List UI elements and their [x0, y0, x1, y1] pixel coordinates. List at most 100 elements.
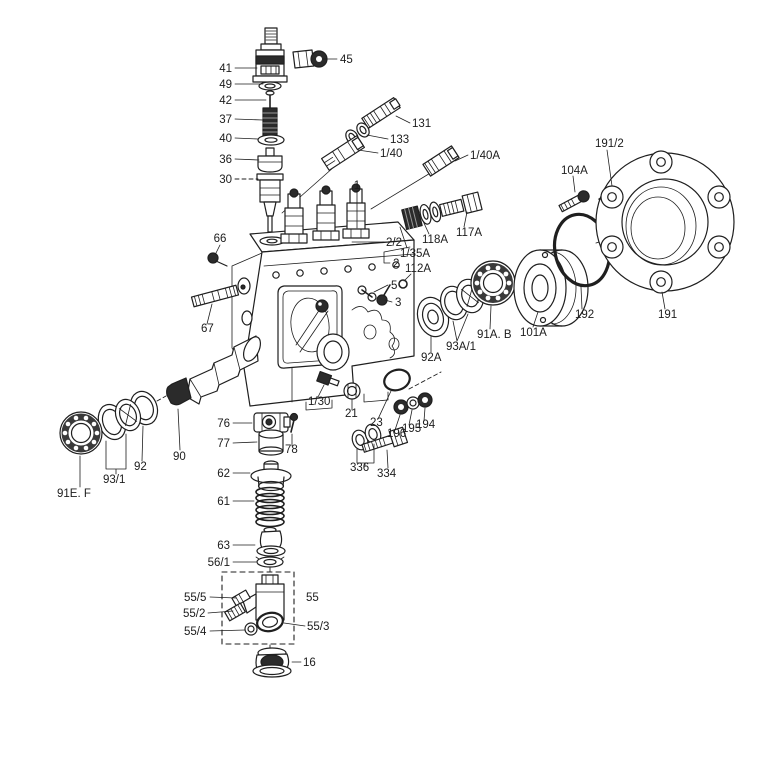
- part-label-42: 42: [219, 95, 232, 107]
- part-42-pin: [265, 90, 275, 109]
- part-label-191: 191: [658, 309, 677, 321]
- injector-stack: [252, 27, 288, 233]
- part-label-55-5: 55/5: [184, 592, 206, 604]
- part-91EF-bearing: [59, 411, 103, 455]
- part-21-nut: [343, 382, 361, 400]
- flange-lugs: [600, 150, 731, 294]
- part-90-shaft-key: [166, 377, 192, 406]
- part-label-93-1: 93/1: [103, 474, 125, 486]
- part-label-36: 36: [219, 154, 232, 166]
- right-bearing-chain: [398, 150, 735, 338]
- camshaft-hardware: [343, 368, 433, 453]
- part-label-93A-1: 93A/1: [446, 341, 476, 353]
- valve-55-group: [221, 571, 295, 645]
- part-label-55-2: 55/2: [183, 608, 205, 620]
- part-23-o-ring: [383, 368, 411, 392]
- part-label-191-2: 191/2: [595, 138, 624, 150]
- part-label-55: 55: [306, 592, 319, 604]
- part-label-41: 41: [219, 63, 232, 75]
- part-label-91A-B: 91A. B: [477, 329, 512, 341]
- part-label-112A: 112A: [405, 263, 431, 275]
- part-label-131: 131: [412, 118, 431, 130]
- part-67-stud: [190, 284, 240, 308]
- part-label-45: 45: [340, 54, 353, 66]
- part-label-101A: 101A: [520, 327, 547, 339]
- part-label-61: 61: [217, 496, 230, 508]
- part-334-bolt: [361, 426, 409, 453]
- part-112A-clip: [398, 279, 408, 289]
- part-66-plug: [207, 252, 228, 267]
- part-label-63: 63: [217, 540, 230, 552]
- part-label-336: 336: [350, 462, 369, 474]
- part-117A-118A-group: [401, 191, 483, 230]
- part-label-196: 196: [387, 428, 406, 440]
- part-78-screw: [289, 412, 299, 433]
- part-131-fitting: [361, 97, 401, 129]
- part-label-77: 77: [217, 438, 230, 450]
- part-36-valve: [257, 147, 283, 173]
- pump-body: [190, 183, 415, 411]
- part-76-tappet: [253, 412, 291, 433]
- part-194-nut: [417, 392, 433, 408]
- drive-shaft-group: [59, 335, 261, 455]
- part-41-holder: [252, 49, 288, 83]
- part-label-2-2: 2/2: [386, 237, 402, 249]
- part-label-192: 192: [575, 309, 594, 321]
- part-37-spring: [262, 107, 278, 137]
- camshaft: [186, 335, 261, 405]
- part-191-flange: [595, 150, 735, 294]
- part-label-49: 49: [219, 79, 232, 91]
- part-104A-screw: [558, 190, 590, 213]
- cambox-casting: [316, 306, 400, 371]
- part-label-133: 133: [390, 134, 409, 146]
- part-label-78: 78: [285, 444, 298, 456]
- part-label-90: 90: [173, 451, 186, 463]
- part-label-16: 16: [303, 657, 316, 669]
- part-label-334: 334: [377, 468, 397, 480]
- part-56-1-washer: [255, 556, 285, 568]
- part-93-1-rings: [97, 398, 142, 441]
- part-label-195: 195: [402, 423, 421, 435]
- part-1-30-bolt: [316, 370, 340, 387]
- part-55-3-ring: [256, 611, 284, 633]
- part-label-5: 5: [391, 280, 397, 292]
- part-40-washer: [257, 134, 285, 146]
- part-label-56-1: 56/1: [208, 557, 230, 569]
- part-label-55-4: 55/4: [184, 626, 207, 638]
- part-101A-drum: [513, 249, 589, 327]
- part-62-spring-seat: [250, 460, 292, 492]
- part-label-104A: 104A: [561, 165, 588, 177]
- part-label-23: 23: [370, 417, 383, 429]
- part-label-55-3: 55/3: [307, 621, 329, 633]
- part-45-clamp: [292, 49, 328, 69]
- part-label-117A: 117A: [456, 227, 482, 239]
- part-label-1-30: 1/30: [308, 396, 330, 408]
- part-label-91E-F: 91E. F: [57, 488, 91, 500]
- part-label-30: 30: [219, 174, 232, 186]
- part-91AB-bearing: [470, 260, 516, 306]
- part-336-washers: [351, 423, 382, 451]
- part-55-5-fitting: [231, 589, 251, 607]
- part-label-118A: 118A: [422, 234, 448, 246]
- valve-holder: [312, 185, 340, 241]
- part-49-ring: [258, 81, 282, 91]
- part-55-2-fitting: [224, 602, 246, 622]
- part-label-40: 40: [219, 133, 232, 145]
- part-label-21: 21: [345, 408, 358, 420]
- part-label-76: 76: [217, 418, 230, 430]
- part-1-40A-fitting: [422, 145, 460, 177]
- tappet-column: [250, 412, 299, 568]
- part-label-1-35A: 1/35A: [400, 248, 430, 260]
- part-30-nozzle-body: [256, 173, 284, 233]
- part-label-92A: 92A: [421, 352, 442, 364]
- part-label-2: 2: [393, 258, 399, 270]
- part-55-4-ring: [244, 622, 258, 636]
- part-label-3: 3: [395, 297, 401, 309]
- part-63-lower-seat: [256, 526, 286, 557]
- valve-holder: [342, 183, 370, 239]
- part-label-1-40A: 1/40A: [470, 150, 500, 162]
- part-label-1-40: 1/40: [380, 148, 402, 160]
